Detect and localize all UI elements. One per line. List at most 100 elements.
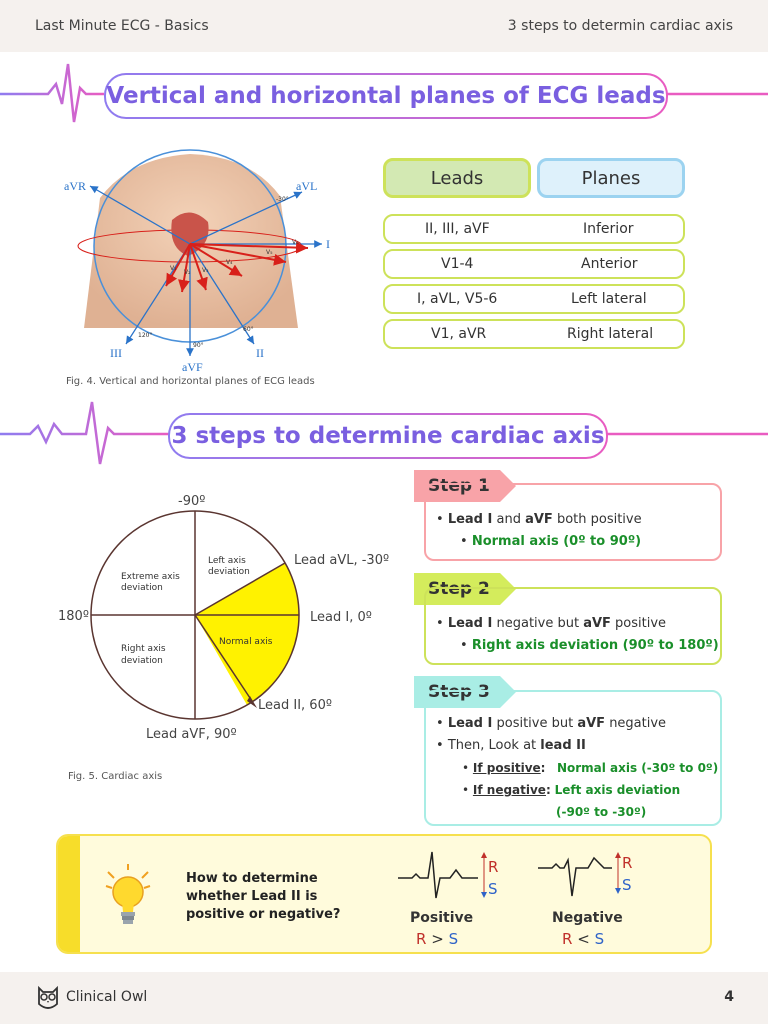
step3-line1: • Lead I positive but aVF negative: [436, 716, 667, 731]
step2-title: Step 2: [428, 579, 490, 599]
step3-title: Step 3: [428, 682, 490, 702]
row-leads: V1-4: [441, 256, 474, 272]
step1-box: • Lead I and aVF both positive • Normal …: [424, 483, 722, 561]
label-lad-2: deviation: [208, 567, 250, 577]
step3-line3: • If positive: Normal axis (-30º to 0º): [462, 761, 719, 775]
fig5-caption: Fig. 5. Cardiac axis: [68, 771, 163, 782]
tip-question: How to determine whether Lead II is posi…: [186, 870, 340, 924]
tip-box: How to determine whether Lead II is posi…: [56, 834, 712, 954]
label-lead-ii: II: [256, 346, 264, 360]
step2-result: Right axis deviation (90º to 180º): [471, 638, 719, 653]
step3-lead-ii: lead II: [540, 738, 586, 753]
tip-question-line3: positive or negative?: [186, 907, 341, 922]
negative-r-label: R: [622, 854, 633, 872]
step1-line2: • Normal axis (0º to 90º): [460, 534, 642, 549]
footer-brand: Clinical Owl: [66, 989, 148, 1005]
label-90: 90°: [193, 342, 204, 349]
step1-title: Step 1: [428, 476, 490, 496]
row-leads: V1, aVR: [431, 326, 487, 342]
fig4-caption: Fig. 4. Vertical and horizontal planes o…: [66, 376, 315, 387]
label-minus90: -90º: [178, 494, 205, 509]
tip-question-line1: How to determine: [186, 871, 318, 886]
label-lead-i-axis: Lead I, 0º: [310, 610, 372, 625]
step1-result: Normal axis (0º to 90º): [471, 534, 642, 549]
label-lead-i: I: [326, 237, 330, 251]
label-extreme-2: deviation: [121, 583, 163, 593]
label-minus30: -30°: [276, 196, 289, 203]
row-leads: II, III, aVF: [425, 221, 490, 237]
step3-box: • Lead I positive but aVF negative • The…: [424, 690, 722, 826]
step3-if-negative: If negative: [472, 783, 546, 797]
label-rad-2: deviation: [121, 656, 163, 666]
label-v5: V₅: [266, 249, 273, 256]
owl-logo-icon: [38, 985, 58, 1009]
step2-lead-i: Lead I: [447, 616, 493, 631]
step1-lead-i: Lead I: [447, 512, 493, 527]
step3-rest: negative: [605, 716, 667, 731]
label-avf: aVF: [182, 360, 203, 374]
step3-neg-result: Left axis deviation: [554, 783, 681, 797]
step2-rest: positive: [610, 616, 667, 631]
label-v1: V₁: [170, 265, 177, 272]
step3-colon: :: [540, 761, 546, 775]
label-v2: V₂: [184, 269, 191, 276]
label-lead-avf-axis: Lead aVF, 90º: [146, 727, 237, 742]
step1-line1: • Lead I and aVF both positive: [436, 512, 642, 527]
step3-line2: • Then, Look at lead II: [436, 738, 586, 753]
label-lead-iii: III: [110, 346, 122, 360]
step3-lead-i: Lead I: [447, 716, 493, 731]
left-axis-sector: [195, 563, 299, 615]
label-avl: aVL: [296, 179, 317, 193]
negative-label: Negative: [552, 910, 623, 926]
label-v3: V₃: [202, 267, 209, 274]
table-header-leads: Leads: [383, 158, 531, 198]
label-60: 60°: [243, 326, 254, 333]
step3-if-positive: If positive: [472, 761, 541, 775]
table-row: I, aVL, V5-6 Left lateral: [383, 284, 685, 314]
header-left-title: Last Minute ECG - Basics: [35, 18, 209, 34]
label-120: 120°: [138, 332, 152, 339]
positive-label: Positive: [410, 910, 474, 926]
label-normal: Normal axis: [219, 637, 273, 647]
negative-comparison: R < S: [562, 930, 605, 948]
positive-comparison: R > S: [416, 930, 459, 948]
cardiac-axis-figure: -90º 180º Lead aVL, -30º Lead I, 0º Lead…: [58, 494, 389, 742]
label-v6: V₆: [292, 239, 299, 246]
row-plane: Left lateral: [571, 291, 647, 307]
step3-tab-shape: [414, 676, 516, 708]
step3-then: Then, Look at: [447, 738, 541, 753]
step2-mid: negative but: [492, 616, 584, 631]
step3-colon-2: :: [545, 783, 551, 797]
negative-s-label: S: [622, 876, 632, 894]
label-lead-avl: Lead aVL, -30º: [294, 553, 389, 568]
step1-avf: aVF: [525, 512, 553, 527]
section1-title: Vertical and horizontal planes of ECG le…: [106, 75, 666, 117]
label-extreme-1: Extreme axis: [121, 572, 180, 582]
row-plane: Inferior: [583, 221, 634, 237]
table-row: II, III, aVF Inferior: [383, 214, 685, 244]
lightbulb-icon: [105, 864, 151, 924]
table-header-planes: Planes: [537, 158, 685, 198]
label-avr: aVR: [64, 179, 86, 193]
ecg-leads-figure: aVR aVL I III aVF II -30° 120° 90° 60° V…: [64, 149, 330, 374]
step1-and: and: [492, 512, 526, 527]
footer-bar: Clinical Owl 4: [0, 972, 768, 1024]
step3-line5: (-90º to -30º): [556, 805, 646, 819]
top-bar: Last Minute ECG - Basics 3 steps to dete…: [0, 0, 768, 52]
step2-avf: aVF: [583, 616, 611, 631]
positive-r-label: R: [488, 858, 499, 876]
positive-ecg-trace: [398, 851, 487, 899]
normal-axis-sector: [195, 615, 299, 705]
step3-neg-range: (-90º to -30º): [556, 805, 647, 819]
step2-box: • Lead I negative but aVF positive • Rig…: [424, 587, 722, 665]
section2-title: 3 steps to determine cardiac axis: [170, 415, 606, 457]
step3-line4: • If negative: Left axis deviation: [462, 783, 681, 797]
step2-line1: • Lead I negative but aVF positive: [436, 616, 667, 631]
section2-title-pill: 3 steps to determine cardiac axis: [168, 413, 608, 459]
step2-tab-shape: [414, 573, 516, 605]
step2-line2: • Right axis deviation (90º to 180º): [460, 638, 719, 653]
label-v4: V₄: [226, 259, 233, 266]
row-plane: Anterior: [581, 256, 638, 272]
step3-avf: aVF: [577, 716, 606, 731]
negative-ecg-trace: [538, 852, 621, 897]
